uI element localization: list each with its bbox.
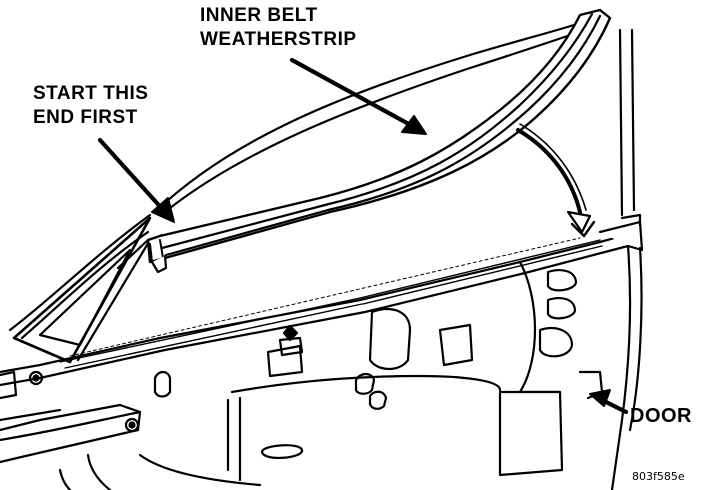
inner-belt-weatherstrip-label: INNER BELT WEATHERSTRIP (200, 4, 357, 52)
access-holes (0, 269, 578, 459)
vent-window-frame (12, 216, 164, 364)
window-glass-outline (8, 18, 636, 340)
door-belt-line (0, 213, 644, 387)
inner-belt-weatherstrip (146, 8, 612, 274)
figure-code: 803f585e (632, 470, 685, 483)
start-this-end-first-label: START THIS END FIRST (33, 82, 148, 130)
door-label: DOOR (630, 405, 692, 427)
install-direction-arrow (516, 123, 596, 238)
door-inner-panel (0, 244, 643, 490)
inner-belt-label-line1: INNER BELT (200, 5, 318, 26)
inner-belt-label-line2: WEATHERSTRIP (200, 29, 357, 50)
start-label-line1: START THIS (33, 83, 149, 104)
leader-arrows (97, 57, 629, 415)
start-label-line2: END FIRST (33, 107, 138, 128)
